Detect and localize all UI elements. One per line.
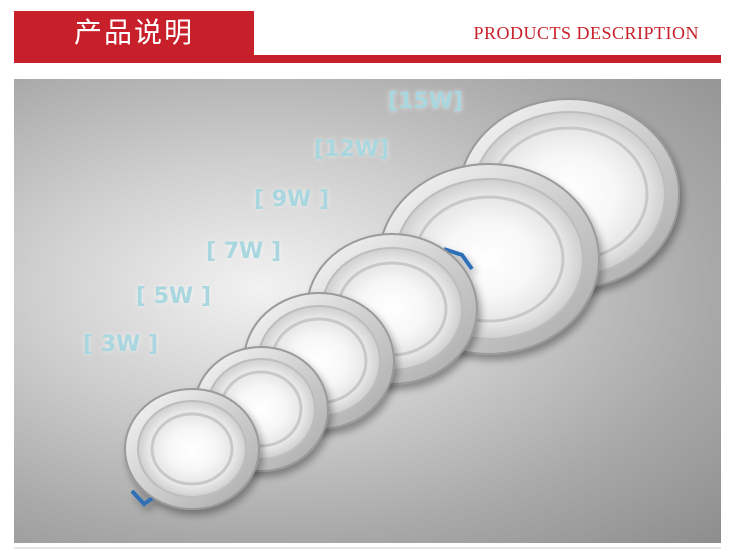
footer-line [14, 547, 721, 549]
section-title: 产品说明 [73, 16, 194, 49]
watt-label-7w: [ 7W ] [206, 239, 282, 264]
section-subtitle: PRODUCTS DESCRIPTION [473, 23, 699, 43]
section-header: 产品说明 PRODUCTS DESCRIPTION [14, 11, 721, 63]
watt-label-9w: [ 9W ] [254, 187, 330, 212]
watt-label-12w: [12W] [314, 137, 389, 162]
product-image: [ 3W ] [ 5W ] [ 7W ] [ 9W ] [12W] [15W] [14, 79, 721, 543]
header-red-block [14, 11, 254, 55]
spring-clip [130, 489, 156, 507]
watt-label-15w: [15W] [388, 89, 463, 114]
watt-label-5w: [ 5W ] [136, 284, 212, 309]
spring-clip [443, 247, 474, 271]
downlight-3w [124, 388, 260, 510]
downlight-series-illustration [124, 98, 680, 510]
watt-label-3w: [ 3W ] [83, 332, 159, 357]
header-rule [14, 55, 721, 63]
